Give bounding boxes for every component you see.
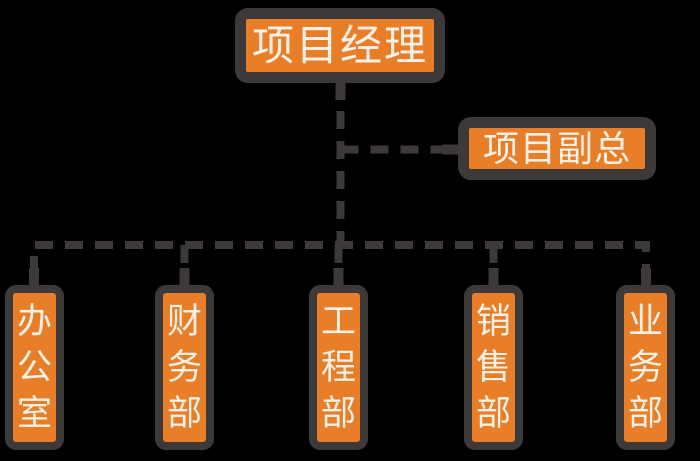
node-label: 财务部 [166,302,202,433]
node-label: 项目副总 [482,127,631,169]
node-department-engineering: 工程部 [309,285,368,450]
node-department-business: 业务部 [616,285,675,450]
node-label: 销售部 [475,302,511,433]
node-label: 工程部 [320,302,356,433]
node-department-sales: 销售部 [464,285,523,450]
node-department-finance: 财务部 [155,285,214,450]
node-deputy-manager: 项目副总 [458,117,656,180]
node-department-office: 办公室 [5,285,64,450]
node-label: 办公室 [16,302,52,433]
node-project-manager: 项目经理 [235,8,445,83]
node-label: 业务部 [627,302,663,433]
node-label: 项目经理 [251,21,428,69]
